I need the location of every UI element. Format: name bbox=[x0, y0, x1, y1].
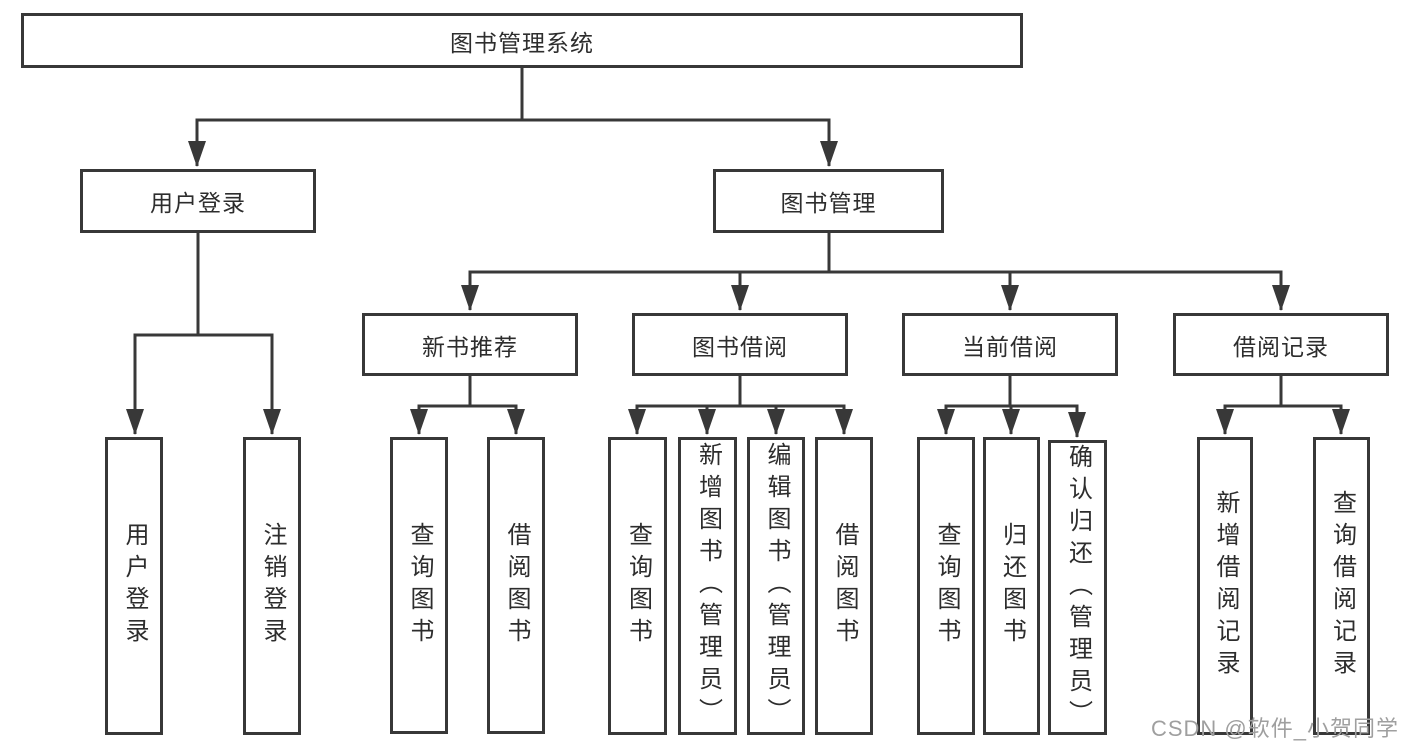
leaf-label: 注销登录 bbox=[259, 522, 286, 650]
leaf-nb-borrow-books: 借阅图书 bbox=[487, 437, 545, 734]
node-root: 图书管理系统 bbox=[21, 13, 1023, 68]
leaf-bb-add-books-admin: 新增图书（管理员） bbox=[678, 437, 737, 735]
watermark: CSDN @软件_小贺同学 bbox=[1150, 716, 1399, 741]
node-current-borrow: 当前借阅 bbox=[902, 313, 1118, 376]
node-label: 新书推荐 bbox=[422, 333, 518, 360]
node-label: 当前借阅 bbox=[962, 333, 1058, 360]
leaf-label: 借阅图书 bbox=[831, 522, 858, 650]
node-user-login: 用户登录 bbox=[80, 169, 316, 233]
node-label: 用户登录 bbox=[150, 190, 246, 216]
leaf-label: 查询图书 bbox=[406, 521, 433, 650]
node-label: 图书管理 bbox=[780, 190, 877, 216]
node-borrow-records: 借阅记录 bbox=[1173, 313, 1389, 376]
leaf-label: 确认归还（管理员） bbox=[1064, 443, 1092, 732]
leaf-cb-confirm-return-admin: 确认归还（管理员） bbox=[1048, 440, 1107, 735]
node-book-management: 图书管理 bbox=[713, 169, 944, 233]
leaf-label: 编辑图书（管理员） bbox=[763, 442, 790, 730]
leaf-label: 查询图书 bbox=[624, 522, 652, 650]
node-label: 图书借阅 bbox=[692, 333, 788, 360]
leaf-label: 用户登录 bbox=[121, 522, 148, 650]
leaf-nb-query-books: 查询图书 bbox=[390, 437, 448, 734]
leaf-user-login: 用户登录 bbox=[105, 437, 163, 735]
leaf-label: 新增图书（管理员） bbox=[694, 442, 722, 730]
node-label: 借阅记录 bbox=[1233, 333, 1329, 360]
leaf-bb-edit-books-admin: 编辑图书（管理员） bbox=[747, 437, 805, 735]
node-book-borrow: 图书借阅 bbox=[632, 313, 848, 376]
leaf-label: 借阅图书 bbox=[503, 521, 530, 650]
leaf-br-query-record: 查询借阅记录 bbox=[1313, 437, 1370, 735]
node-new-book-recommend: 新书推荐 bbox=[362, 313, 578, 376]
leaf-bb-query-books: 查询图书 bbox=[608, 437, 667, 735]
leaf-logout: 注销登录 bbox=[243, 437, 301, 735]
leaf-br-add-record: 新增借阅记录 bbox=[1197, 437, 1253, 735]
leaf-cb-return-books: 归还图书 bbox=[983, 437, 1040, 735]
node-label: 图书管理系统 bbox=[450, 29, 594, 56]
leaf-bb-borrow-books: 借阅图书 bbox=[815, 437, 873, 735]
leaf-label: 归还图书 bbox=[998, 522, 1026, 650]
leaf-label: 查询借阅记录 bbox=[1328, 490, 1356, 682]
leaf-label: 新增借阅记录 bbox=[1212, 490, 1239, 682]
leaf-cb-query-books: 查询图书 bbox=[917, 437, 975, 735]
leaf-label: 查询图书 bbox=[933, 522, 960, 650]
